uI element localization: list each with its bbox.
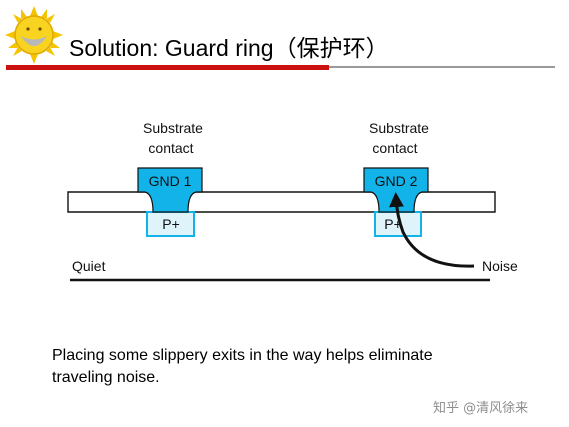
substrate-contact-label-1-line2: contact [148, 140, 193, 156]
substrate-bar [67, 191, 496, 213]
substrate-contact-label-2-line2: contact [372, 140, 417, 156]
gnd-contact-1 [137, 167, 203, 213]
caption: Placing some slippery exits in the way h… [52, 345, 522, 389]
title-underline-gray [329, 66, 555, 68]
noise-label: Noise [482, 258, 518, 274]
p-plus-region-1 [146, 211, 195, 237]
gnd-contact-2 [363, 167, 429, 213]
sun-face-logo-icon [5, 6, 63, 64]
substrate-contact-label-2-line1: Substrate [369, 120, 429, 136]
substrate-contact-label-1-line1: Substrate [143, 120, 203, 136]
gnd-label-2: GND 2 [375, 173, 418, 189]
guard-ring-diagram: Substrate contact Substrate contact P+ P… [67, 120, 518, 282]
gnd-label-1: GND 1 [149, 173, 192, 189]
title-underline-red [6, 65, 329, 70]
quiet-label: Quiet [72, 258, 106, 274]
watermark: 知乎 @清风徐来 [433, 401, 529, 416]
caption-line-2: traveling noise. [52, 369, 160, 386]
slide-title: Solution: Guard ring（保护环） [69, 35, 389, 61]
caption-line-1: Placing some slippery exits in the way h… [52, 347, 433, 364]
noise-arrow [389, 192, 475, 268]
p-plus-label-1: P+ [162, 216, 180, 232]
p-plus-label-2: P+ [384, 216, 402, 232]
